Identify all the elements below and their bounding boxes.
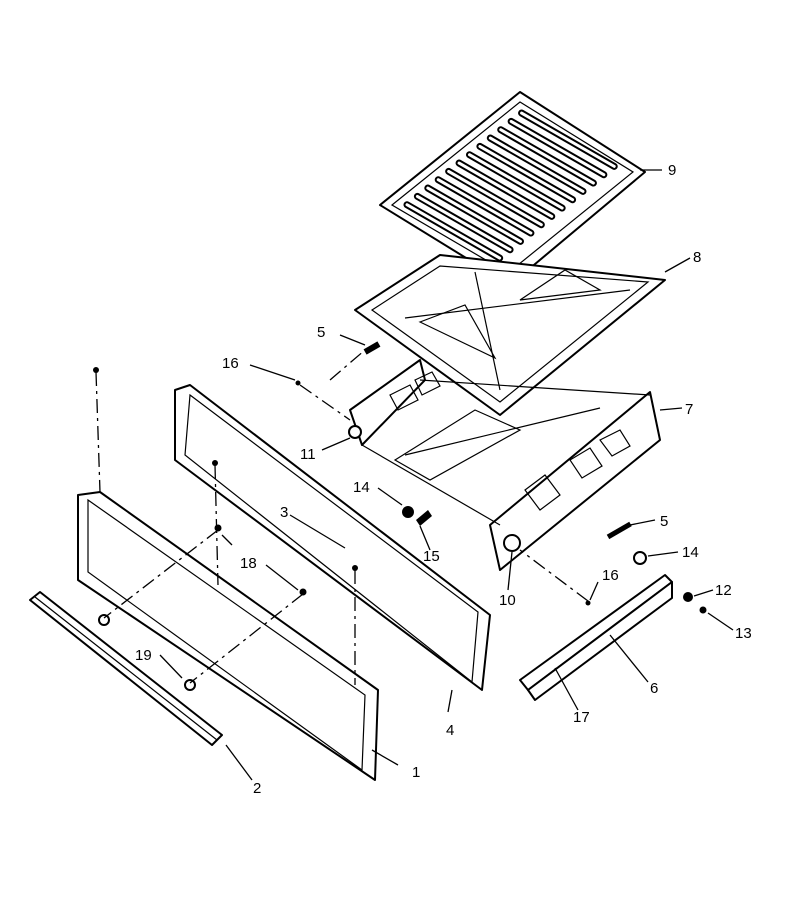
callout-9: 9: [668, 162, 676, 179]
grid-slot-inner: [478, 144, 575, 202]
callout-11: 11: [300, 446, 316, 463]
grid-slot-inner: [426, 186, 522, 243]
callout-15: 15: [423, 548, 440, 565]
callout-10: 10: [499, 592, 516, 609]
bushing-19-left: [98, 614, 110, 626]
nut-14-lower: [633, 551, 647, 565]
slide-rail: [519, 574, 673, 701]
callout-4: 4: [446, 722, 454, 739]
grid-slot-inner: [520, 111, 616, 168]
grid-slot-inner: [467, 153, 564, 210]
callout-18: 18: [240, 555, 257, 572]
alignment-lines: [95, 349, 589, 685]
callout-5-lower: 5: [660, 513, 668, 530]
callout-19: 19: [135, 647, 152, 664]
nut-14-upper: [402, 506, 414, 518]
callout-5-upper: 5: [317, 324, 325, 341]
callout-13: 13: [735, 625, 752, 642]
bracket-10: [503, 534, 521, 552]
callout-numbers: 9 8 7 5 16 11 3 14 15 18 19 4 1 2 10 16 …: [135, 162, 752, 797]
callout-6: 6: [650, 680, 658, 697]
grid-slot-inner: [405, 203, 502, 260]
grid-slots: [403, 109, 618, 262]
broiler-grid: [379, 91, 646, 286]
screw-panel-right: [352, 565, 358, 571]
spring-5-upper: [363, 341, 381, 355]
grid-slot-inner: [457, 161, 554, 218]
grid-slot-inner: [436, 178, 533, 235]
callout-8: 8: [693, 249, 701, 266]
screw-panel-top: [212, 460, 218, 466]
callout-2: 2: [253, 780, 261, 797]
grid-slot-inner: [499, 128, 595, 185]
callout-16-lower: 16: [602, 567, 619, 584]
spring-5-lower: [606, 521, 632, 540]
callout-14-lower: 14: [682, 544, 699, 561]
callout-12: 12: [715, 582, 732, 599]
leader-lines: [159, 169, 734, 781]
screw-16-lower: [585, 600, 591, 606]
handle-rod: [29, 591, 223, 746]
fasteners: [93, 341, 707, 691]
bracket-11: [348, 425, 362, 439]
screw-13: [699, 606, 707, 614]
grid-slot-inner: [447, 169, 543, 227]
grid-slot-inner: [488, 136, 585, 193]
callout-14-upper: 14: [353, 479, 370, 496]
screw-16-upper: [295, 380, 301, 386]
drawer-front-panel: [174, 384, 491, 691]
screw-18-lower: [299, 588, 307, 596]
grid-slot-inner: [415, 194, 512, 252]
callout-17: 17: [573, 709, 590, 726]
drawer-front-trim: [77, 491, 379, 781]
clip-15: [416, 510, 432, 526]
washer-12: [683, 592, 693, 602]
callout-1: 1: [412, 764, 420, 781]
bushing-19-right: [184, 679, 196, 691]
callout-16-upper: 16: [222, 355, 239, 372]
broiler-pan: [354, 254, 666, 416]
callout-7: 7: [685, 401, 693, 418]
grid-slot-inner: [509, 119, 606, 177]
screw-top-left: [93, 367, 99, 373]
callout-3: 3: [280, 504, 288, 521]
drawer-body: [349, 359, 661, 571]
